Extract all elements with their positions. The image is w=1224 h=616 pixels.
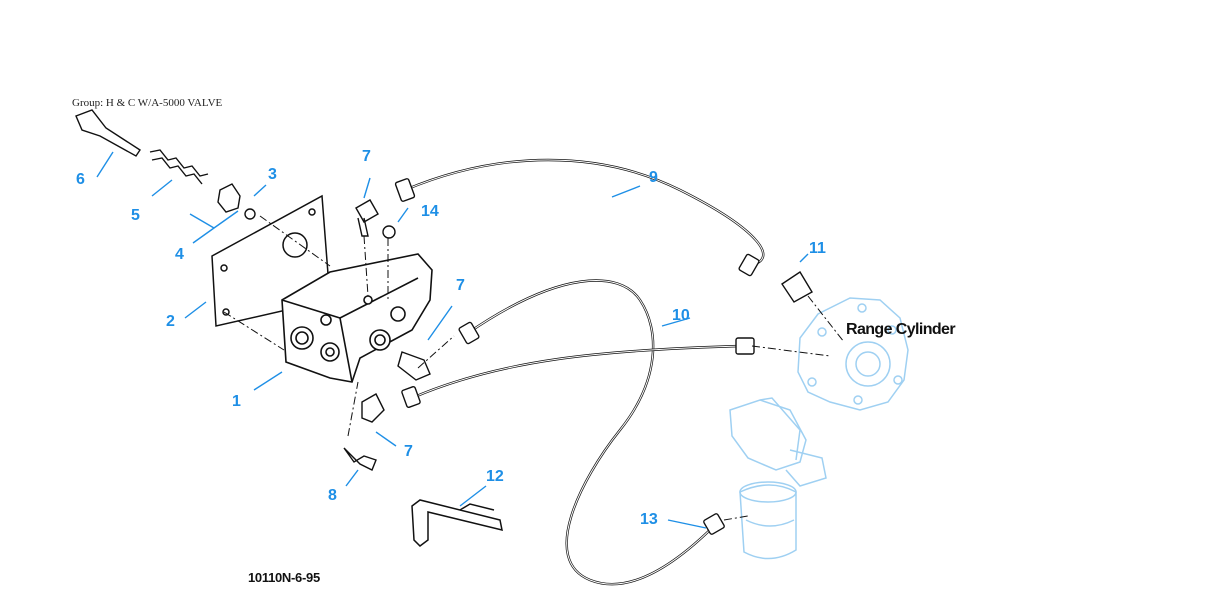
callout-10: 10 [672, 307, 690, 324]
callout-7-middle: 7 [456, 277, 465, 294]
hose-lines [404, 158, 765, 586]
callout-12: 12 [486, 468, 504, 485]
callout-2: 2 [166, 313, 175, 330]
callout-7-bottom: 7 [404, 443, 413, 460]
callout-9: 9 [649, 169, 658, 186]
assembly-dashed-lines [223, 215, 845, 521]
callout-6: 6 [76, 171, 85, 188]
fittings [343, 178, 813, 535]
leader-lines [96, 151, 809, 529]
callout-5: 5 [131, 207, 140, 224]
range-cylinder-ghost [797, 297, 909, 411]
air-filter-ghost [729, 397, 827, 560]
bracket [411, 499, 503, 547]
range-cylinder-label: Range Cylinder [846, 321, 956, 338]
callout-13: 13 [640, 511, 658, 528]
plunger-spring-parts [75, 109, 256, 220]
callout-3: 3 [268, 166, 277, 183]
callout-11: 11 [809, 240, 826, 257]
callout-4: 4 [175, 246, 184, 263]
group-title: Group: H & C W/A-5000 VALVE [72, 97, 223, 109]
figure-id: 10110N-6-95 [248, 570, 320, 585]
valve-body [281, 253, 433, 383]
callout-8: 8 [328, 487, 337, 504]
callout-1: 1 [232, 393, 241, 410]
callout-14: 14 [421, 203, 439, 220]
callout-7-top: 7 [362, 148, 371, 165]
